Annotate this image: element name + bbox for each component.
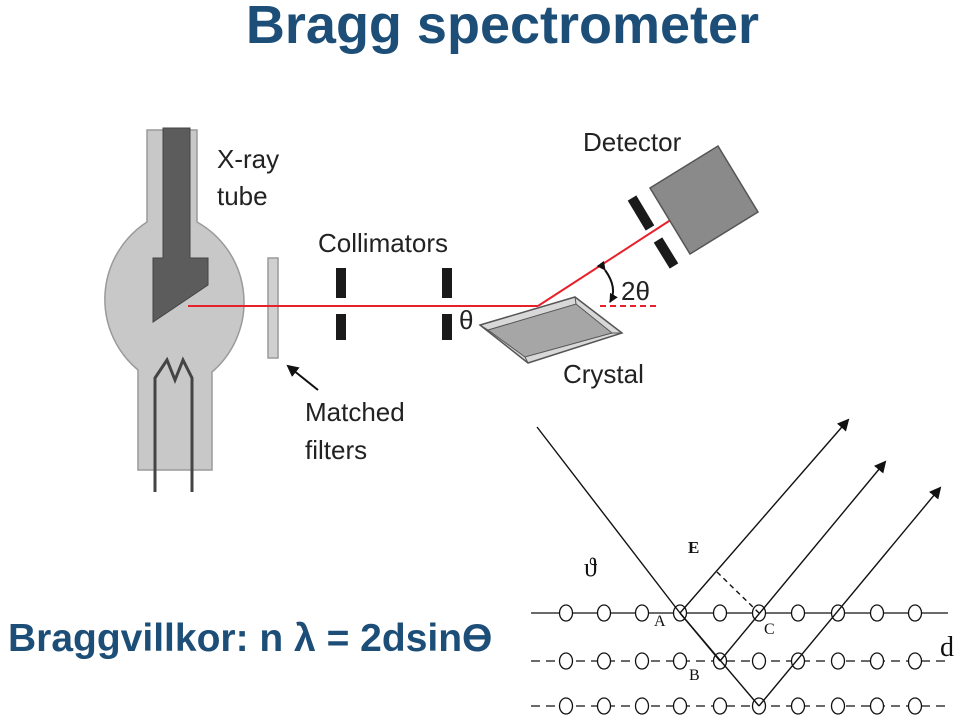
- xray-anode: [152, 127, 209, 323]
- lattice-atoms-row-3: [558, 697, 923, 715]
- xray-filament: [153, 356, 194, 492]
- ray-reflected-2: [719, 460, 887, 662]
- label-detector: Detector: [583, 127, 682, 157]
- label-xray-tube-line1: X-ray: [217, 144, 279, 174]
- two-theta-arc: [596, 260, 618, 303]
- label-point-e: E: [688, 538, 699, 557]
- label-collimators: Collimators: [318, 228, 448, 258]
- matched-filter-arrow: [286, 364, 319, 391]
- label-two-theta: 2θ: [621, 276, 650, 306]
- lattice-atoms-row-2: [558, 652, 923, 670]
- label-xray-tube-line2: tube: [217, 181, 268, 211]
- label-matched-filters-line1: Matched: [305, 397, 405, 427]
- ray-reflected-1: [679, 418, 850, 614]
- label-crystal: Crystal: [563, 359, 644, 389]
- path-difference-dashed: [716, 571, 760, 614]
- label-lattice-theta: ϑ: [584, 553, 597, 582]
- collimator-2-lower: [442, 314, 452, 340]
- collimator-2-upper: [442, 268, 452, 298]
- label-theta: θ: [459, 305, 473, 335]
- lattice-diagram: [531, 418, 948, 715]
- label-point-c: C: [764, 621, 775, 638]
- label-matched-filters-line2: filters: [305, 435, 367, 465]
- matched-filter-plate: [267, 257, 279, 359]
- xray-tube: [104, 127, 245, 492]
- bragg-condition-formula: Braggvillkor: n λ = 2dsinϴ: [8, 617, 493, 660]
- label-spacing-d: d: [940, 632, 954, 663]
- ray-incident-1: [536, 426, 681, 614]
- collimator-1-upper: [336, 268, 346, 298]
- label-point-b: B: [689, 667, 700, 684]
- ray-incident-3: [679, 612, 760, 707]
- ray-reflected-3: [758, 486, 942, 707]
- detector: [627, 144, 760, 269]
- page-title: Bragg spectrometer: [245, 0, 760, 55]
- collimator-1-lower: [336, 314, 346, 340]
- crystal: [478, 296, 624, 364]
- label-point-a: A: [654, 613, 666, 630]
